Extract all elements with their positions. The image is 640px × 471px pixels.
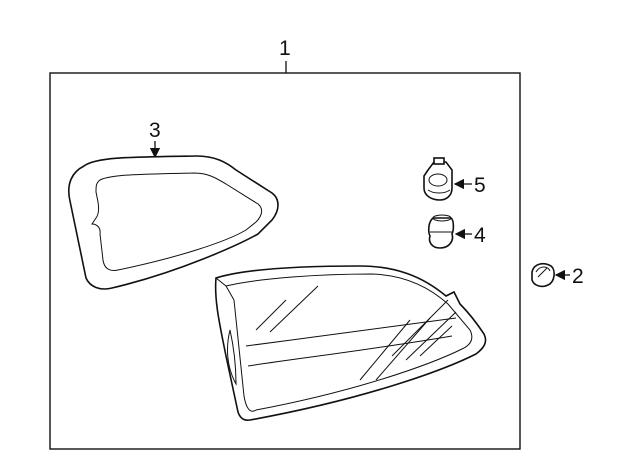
assembly-frame [49, 72, 521, 450]
clip-part [531, 262, 555, 288]
callout-4-label: 4 [474, 224, 486, 247]
callout-2-label: 2 [572, 265, 584, 288]
callout-3-label: 3 [149, 119, 161, 142]
socket-part [423, 157, 453, 201]
callout-1-label: 1 [279, 37, 291, 60]
callout-5-label: 5 [474, 174, 486, 197]
bulb-part [427, 214, 455, 249]
lamp-housing-part [214, 265, 487, 421]
gasket-part [68, 155, 279, 290]
